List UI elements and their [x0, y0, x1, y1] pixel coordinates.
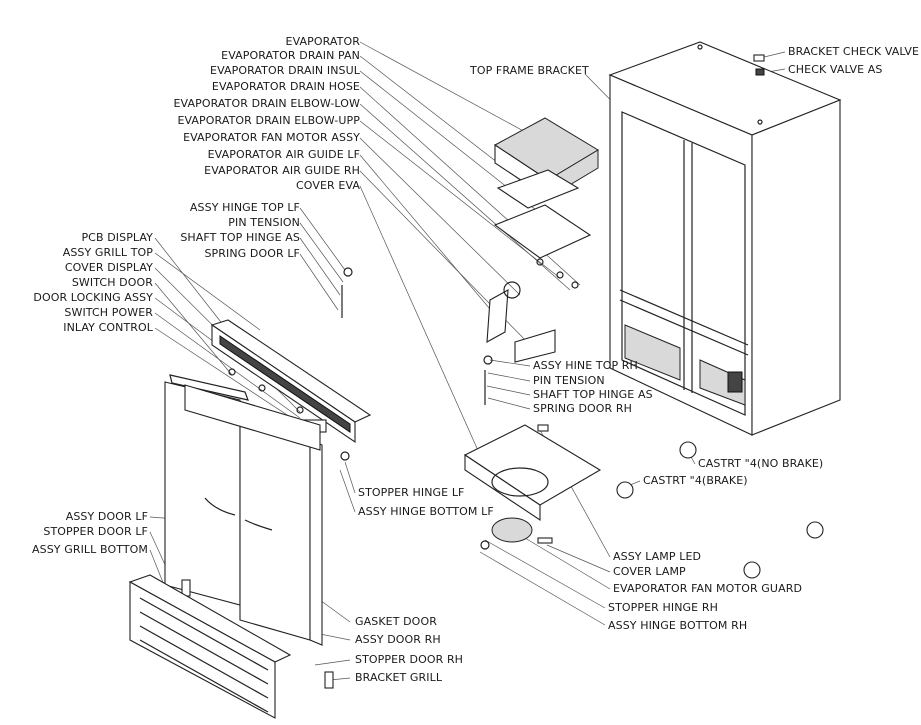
- label-castrt-brake: CASTRT "4(BRAKE): [643, 474, 748, 487]
- grill-bottom: [128, 574, 292, 719]
- label-pin-tension-rh: PIN TENSION: [533, 374, 605, 387]
- label-stopper-hinge-lf: STOPPER HINGE LF: [358, 486, 465, 499]
- label-pin-tension-lf: PIN TENSION: [228, 216, 300, 229]
- label-assy-hinge-top-lf: ASSY HINGE TOP LF: [189, 201, 300, 214]
- label-bracket-check-valve: BRACKET CHECK VALVE: [788, 45, 920, 58]
- label-evaporator-drain-pan: EVAPORATOR DRAIN PAN: [221, 49, 360, 62]
- label-switch-door: SWITCH DOOR: [71, 276, 153, 289]
- label-spring-door-lf: SPRING DOOR LF: [204, 247, 300, 260]
- label-cover-display: COVER DISPLAY: [64, 261, 153, 274]
- label-castrt-no-brake: CASTRT "4(NO BRAKE): [698, 457, 824, 470]
- label-check-valve-as: CHECK VALVE AS: [788, 63, 883, 76]
- label-evaporator-drain-elbow-upp: EVAPORATOR DRAIN ELBOW-UPP: [177, 114, 360, 127]
- label-stopper-door-lf: STOPPER DOOR LF: [43, 525, 148, 538]
- label-evaporator-air-guide-lf: EVAPORATOR AIR GUIDE LF: [207, 148, 360, 161]
- label-evaporator-fan-motor-assy: EVAPORATOR FAN MOTOR ASSY: [183, 131, 360, 144]
- label-inlay-control: INLAY CONTROL: [63, 321, 153, 334]
- label-stopper-hinge-rh: STOPPER HINGE RH: [608, 601, 718, 614]
- label-assy-hinge-bottom-rh: ASSY HINGE BOTTOM RH: [608, 619, 748, 632]
- label-top-frame-bracket: TOP FRAME BRACKET: [470, 64, 589, 77]
- label-cover-lamp: COVER LAMP: [613, 565, 686, 578]
- label-evaporator-air-guide-rh: EVAPORATOR AIR GUIDE RH: [204, 164, 360, 177]
- label-bracket-grill: BRACKET GRILL: [355, 671, 443, 684]
- label-evaporator-drain-hose: EVAPORATOR DRAIN HOSE: [211, 80, 360, 93]
- door-assembly: [164, 267, 493, 689]
- label-evaporator-drain-insul: EVAPORATOR DRAIN INSUL: [210, 64, 360, 77]
- label-pcb-display: PCB DISPLAY: [81, 231, 153, 244]
- label-assy-lamp-led: ASSY LAMP LED: [613, 550, 702, 563]
- label-cover-eva: COVER EVA: [296, 179, 360, 192]
- label-assy-hinge-bottom-lf: ASSY HINGE BOTTOM LF: [358, 505, 494, 518]
- casters: [616, 441, 824, 579]
- label-assy-grill-top: ASSY GRILL TOP: [62, 246, 153, 259]
- label-evaporator-drain-elbow-low: EVAPORATOR DRAIN ELBOW-LOW: [173, 97, 360, 110]
- label-spring-door-rh: SPRING DOOR RH: [533, 402, 632, 415]
- label-assy-door-lf: ASSY DOOR LF: [65, 510, 148, 523]
- label-shaft-top-hinge-as-rh: SHAFT TOP HINGE AS: [533, 388, 653, 401]
- label-shaft-top-hinge-as-lf: SHAFT TOP HINGE AS: [180, 231, 300, 244]
- label-gasket-door: GASKET DOOR: [355, 615, 437, 628]
- label-assy-hine-top-rh: ASSY HINE TOP RH: [533, 359, 638, 372]
- evaporator-assembly: [486, 117, 599, 363]
- label-evaporator: EVAPORATOR: [285, 35, 360, 48]
- grill-top-assembly: [210, 319, 372, 444]
- label-evaporator-fan-motor-guard: EVAPORATOR FAN MOTOR GUARD: [613, 582, 803, 595]
- label-assy-grill-bottom: ASSY GRILL BOTTOM: [32, 543, 148, 556]
- label-stopper-door-rh: STOPPER DOOR RH: [355, 653, 464, 666]
- label-switch-power: SWITCH POWER: [64, 306, 153, 319]
- cabinet-body: [608, 41, 842, 436]
- label-door-locking-assy: DOOR LOCKING ASSY: [33, 291, 153, 304]
- fan-guard-tray: [463, 424, 602, 550]
- label-assy-door-rh: ASSY DOOR RH: [355, 633, 441, 646]
